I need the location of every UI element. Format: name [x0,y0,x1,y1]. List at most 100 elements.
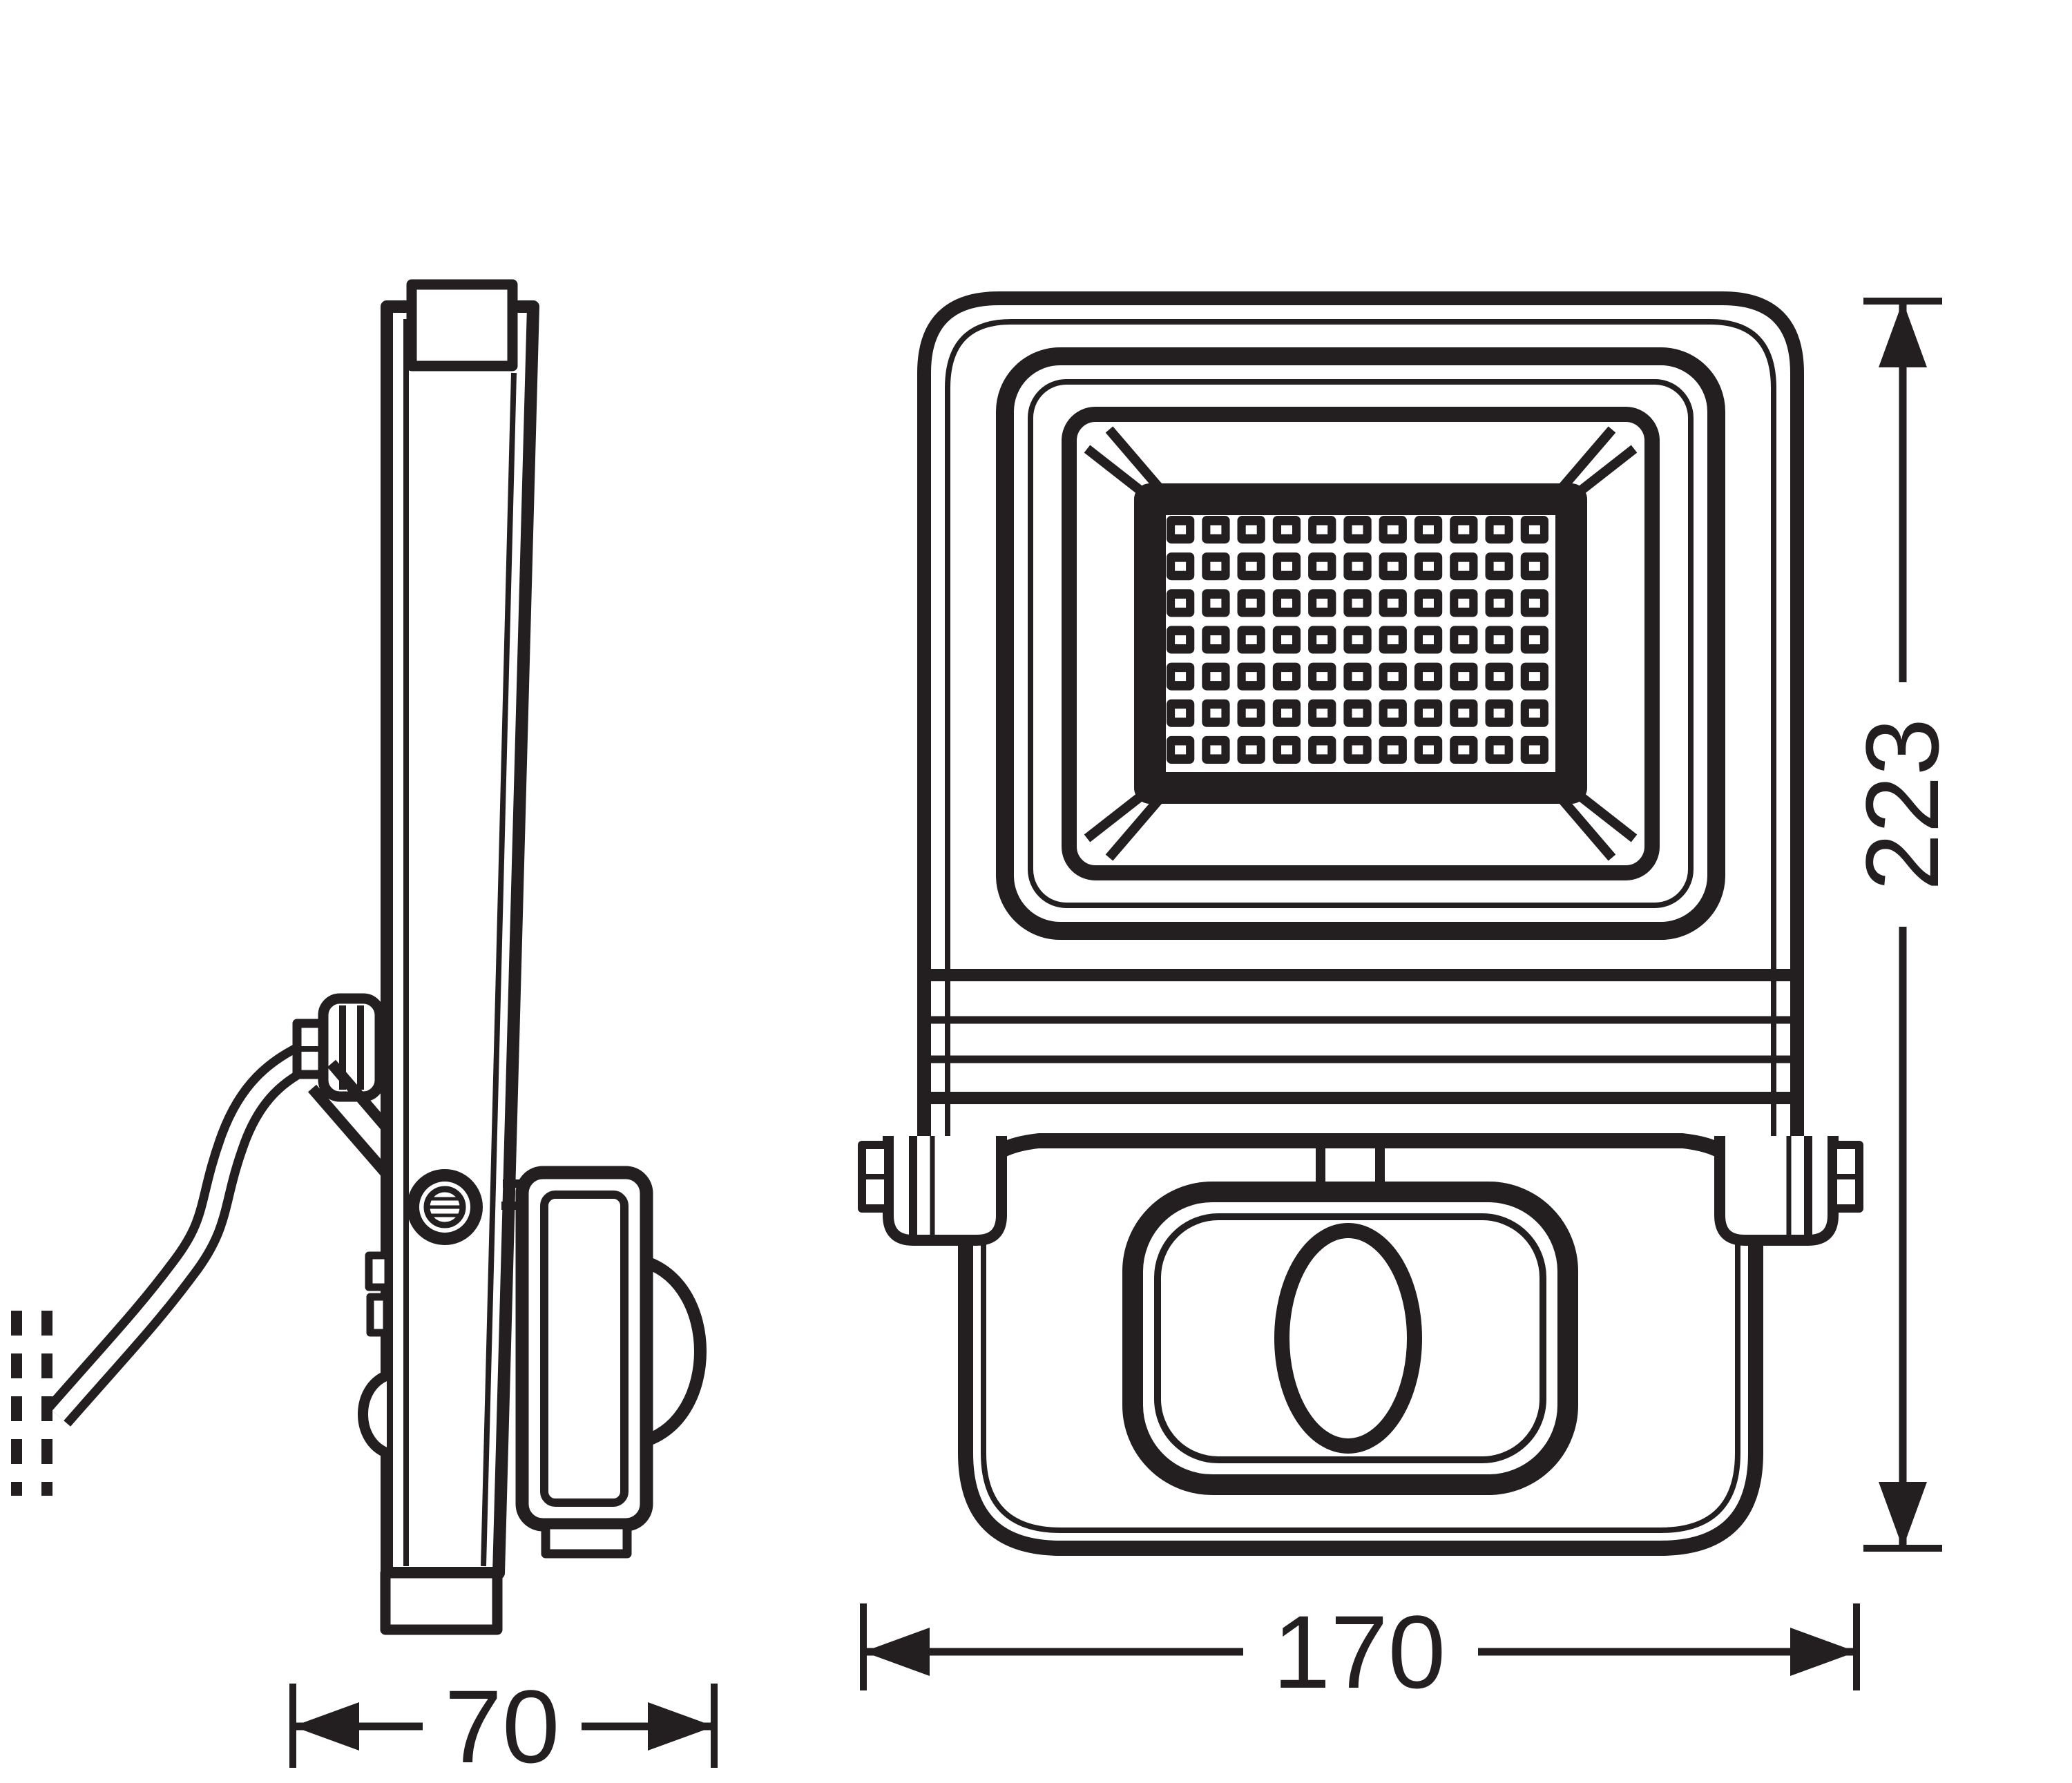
led-chip-center [1387,745,1399,755]
led-chip-center [1281,745,1292,755]
led-chip-center [1245,635,1257,644]
led-chip-center [1175,598,1187,608]
led-chip-center [1175,745,1187,755]
led-chip-center [1352,635,1363,644]
led-chip-center [1458,561,1470,571]
led-chip-center [1175,525,1187,534]
led-chip-center [1458,709,1470,718]
arrow-down-icon [1879,1482,1927,1548]
pir-lens [1274,1223,1422,1454]
led-chip-center [1352,561,1363,571]
led-chip-center [1245,598,1257,608]
lamp-head-side [380,279,539,1635]
led-chip-center [1493,745,1505,755]
led-chip-center [1458,745,1470,755]
led-chip-center [1352,709,1363,718]
led-chip-center [1458,525,1470,534]
arrow-left-icon [863,1628,930,1676]
led-chip-center [1210,745,1222,755]
sensor-housing-side [501,1166,707,1559]
mounting-ear-right [1714,1136,1863,1246]
led-chip-center [1493,672,1505,682]
led-chip-center [1528,745,1540,755]
dimension-width-label: 170 [1273,1594,1446,1710]
body-inner-line [945,319,1776,1141]
led-chip-center [1387,525,1399,534]
led-chip-center [1245,709,1257,718]
led-chip-center [1458,635,1470,644]
led-chip-center [1387,561,1399,571]
cable-gland [292,993,385,1102]
led-chip-center [1316,745,1328,755]
dimensions: 170 70 223 [289,298,1960,1783]
led-chip-center [1423,672,1434,682]
led-chip-center [1423,525,1434,534]
led-chip-center [1175,635,1187,644]
pir-sensor [1122,1182,1578,1495]
led-chip-center [1387,635,1399,644]
arrow-left-icon [293,1702,359,1751]
front-view [858,291,1863,1556]
led-chip-center [1352,598,1363,608]
led-chip-center [1423,598,1434,608]
led-chip-center [1245,525,1257,534]
dimension-height: 223 [1844,298,1960,1552]
led-chip-center [1352,745,1363,755]
led-chip-center [1175,672,1187,682]
led-chip-center [1352,672,1363,682]
led-chip-center [1316,561,1328,571]
led-chip-center [1210,672,1222,682]
led-chip-center [1316,525,1328,534]
hinge-steps [358,1251,392,1458]
led-chip-center [1423,561,1434,571]
wall-hatch [11,1311,52,1496]
led-chip-center [1210,709,1222,718]
led-chip-center [1423,745,1434,755]
led-chip-center [1528,598,1540,608]
led-chip-center [1493,598,1505,608]
led-chip-center [1493,525,1505,534]
led-chip-center [1281,598,1292,608]
led-chip-center [1423,709,1434,718]
reflector-bevels [1084,426,1638,861]
led-chip-center [1528,709,1540,718]
led-chip-center [1387,672,1399,682]
led-chip-center [1281,561,1292,571]
led-chip-center [1316,598,1328,608]
led-chip-center [1175,561,1187,571]
mounting-ear-left [858,1136,1007,1246]
dimension-height-label: 223 [1844,718,1960,891]
led-chip-center [1281,709,1292,718]
led-chip-center [1316,709,1328,718]
sensor-dome-side [644,1256,707,1447]
led-grid [1167,516,1548,764]
pivot-bolt [407,1169,483,1245]
led-chip-center [1210,561,1222,571]
led-chip-center [1528,672,1540,682]
led-chip-center [1245,672,1257,682]
led-chip-center [1493,709,1505,718]
led-chip-center [1281,635,1292,644]
led-chip-center [1210,635,1222,644]
led-chip-center [1175,709,1187,718]
led-chip-center [1458,598,1470,608]
arrow-right-icon [1790,1628,1857,1676]
led-chip-center [1245,561,1257,571]
led-chip-center [1316,635,1328,644]
sensor-housing-inner-line [981,1228,1740,1533]
body-band-lines [924,969,1797,1104]
led-chip-center [1387,598,1399,608]
side-view [11,279,707,1635]
led-chip-center [1387,709,1399,718]
led-chip-center [1423,635,1434,644]
led-chip-center [1210,525,1222,534]
led-chip-center [1493,635,1505,644]
led-chip-center [1528,525,1540,534]
led-chip-center [1493,561,1505,571]
led-chip-center [1245,745,1257,755]
dimension-depth-label: 70 [445,1668,560,1783]
led-chip-center [1281,525,1292,534]
led-chip-center [1281,672,1292,682]
